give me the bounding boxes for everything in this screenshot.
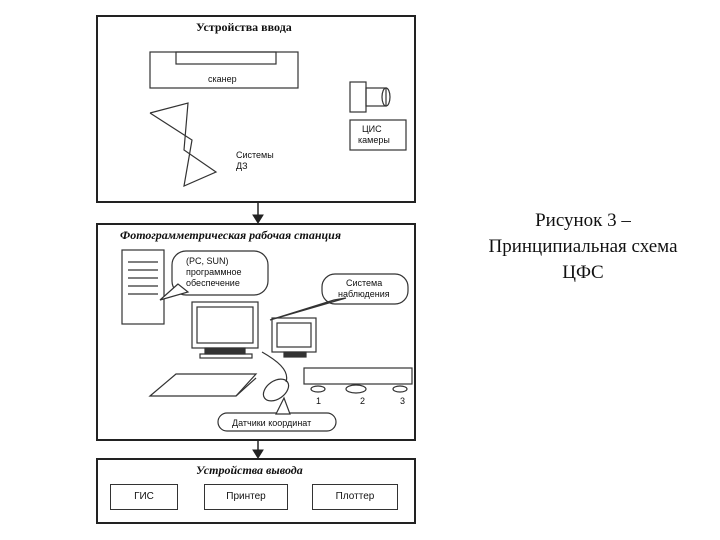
caption-line3: ЦФС (562, 262, 604, 283)
remote-sensing-label-line2: ДЗ (236, 161, 248, 171)
output-devices-panel (96, 458, 416, 524)
camera-label-box (349, 119, 407, 151)
pedal-label-3: 3 (400, 396, 406, 406)
software-bubble (159, 250, 269, 301)
mouse-icon (261, 351, 290, 402)
workstation-title: Фотограмметрическая рабочая станция (120, 228, 342, 242)
observation-bubble-line2: наблюдения (338, 289, 390, 299)
sensors-label: Датчики координат (232, 418, 312, 428)
arrow-input-to-workstation (252, 203, 264, 224)
pedal-label-1: 1 (316, 396, 322, 406)
observation-monitor-icon (271, 317, 317, 358)
camera-label-line1: ЦИС (362, 124, 382, 134)
input-devices-title: Устройства ввода (196, 20, 292, 34)
scanner-label: сканер (208, 74, 237, 84)
arrow-workstation-to-output (252, 441, 264, 459)
output-item-plotter: Плоттер (312, 484, 398, 510)
camera-label-line2: камеры (358, 135, 390, 145)
caption-line2: Принципиальная схема (488, 236, 678, 257)
observation-bubble (269, 273, 409, 321)
main-monitor-icon (191, 301, 259, 359)
software-bubble-line1: (PC, SUN) (186, 256, 229, 266)
caption-line1: Рисунок 3 – (535, 210, 631, 231)
input-devices-panel (96, 15, 416, 203)
sensors-bubble (217, 396, 337, 432)
camera-icon (349, 81, 391, 113)
software-bubble-line2: программное (186, 267, 242, 277)
figure-caption: Рисунок 3 – Принципиальная схема ЦФС (452, 208, 714, 286)
scanner-icon (149, 51, 299, 89)
hand-wheels-icon (303, 367, 413, 394)
observation-bubble-line1: Система (346, 278, 383, 288)
remote-sensing-label-line1: Системы (236, 150, 274, 160)
software-bubble-line3: обеспечение (186, 278, 240, 288)
output-devices-title: Устройства вывода (196, 463, 303, 477)
output-item-printer: Принтер (204, 484, 288, 510)
pedal-label-2: 2 (360, 396, 366, 406)
computer-tower-icon (121, 249, 165, 325)
remote-sensing-icon (149, 102, 218, 187)
output-item-gis: ГИС (110, 484, 178, 510)
tablet-icon (148, 373, 258, 397)
